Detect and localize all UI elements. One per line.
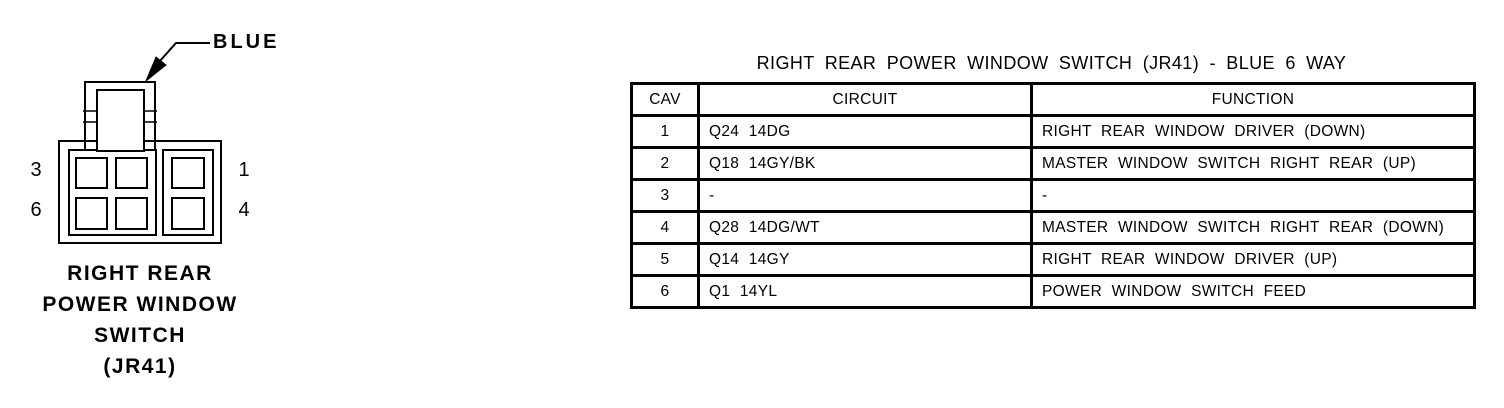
connector-caption: RIGHT REAR POWER WINDOW SWITCH (JR41) xyxy=(30,258,250,382)
cell-circuit: Q14 14GY xyxy=(697,242,1033,277)
wire-color-label: BLUE xyxy=(213,31,280,53)
leader-arrow xyxy=(145,42,210,82)
cell-cav: 3 xyxy=(630,178,700,213)
pin-number-4: 4 xyxy=(238,199,250,221)
cell-cav: 1 xyxy=(630,114,700,149)
cell-function: POWER WINDOW SWITCH FEED xyxy=(1030,274,1476,309)
pin-number-6: 6 xyxy=(30,199,42,221)
caption-line: POWER WINDOW xyxy=(42,293,238,316)
cell-function: MASTER WINDOW SWITCH RIGHT REAR (DOWN) xyxy=(1030,210,1476,245)
caption-line: RIGHT REAR xyxy=(67,262,213,285)
pin-number-3: 3 xyxy=(30,159,42,181)
connector-latch-tab xyxy=(83,81,157,152)
connector-body xyxy=(58,140,222,244)
pin-number-1: 1 xyxy=(238,159,250,181)
cell-function: - xyxy=(1030,178,1476,213)
cell-function: RIGHT REAR WINDOW DRIVER (DOWN) xyxy=(1030,114,1476,149)
cell-circuit: Q24 14DG xyxy=(697,114,1033,149)
caption-line: SWITCH xyxy=(94,324,186,347)
table-header-row: CAV CIRCUIT FUNCTION xyxy=(630,82,1476,117)
table-row: 3-- xyxy=(630,178,1476,213)
connector-diagram xyxy=(58,42,222,244)
cell-circuit: Q28 14DG/WT xyxy=(697,210,1033,245)
cell-circuit: Q18 14GY/BK xyxy=(697,146,1033,181)
cell-function: MASTER WINDOW SWITCH RIGHT REAR (UP) xyxy=(1030,146,1476,181)
column-header-cav: CAV xyxy=(630,82,700,117)
cell-circuit: - xyxy=(697,178,1033,213)
cell-circuit: Q1 14YL xyxy=(697,274,1033,309)
cell-cav: 2 xyxy=(630,146,700,181)
table-title: RIGHT REAR POWER WINDOW SWITCH (JR41) - … xyxy=(756,53,1347,73)
cell-cav: 6 xyxy=(630,274,700,309)
cell-cav: 5 xyxy=(630,242,700,277)
column-header-circuit: CIRCUIT xyxy=(697,82,1033,117)
caption-line: (JR41) xyxy=(103,355,177,378)
cell-function: RIGHT REAR WINDOW DRIVER (UP) xyxy=(1030,242,1476,277)
cell-cav: 4 xyxy=(630,210,700,245)
column-header-function: FUNCTION xyxy=(1030,82,1476,117)
